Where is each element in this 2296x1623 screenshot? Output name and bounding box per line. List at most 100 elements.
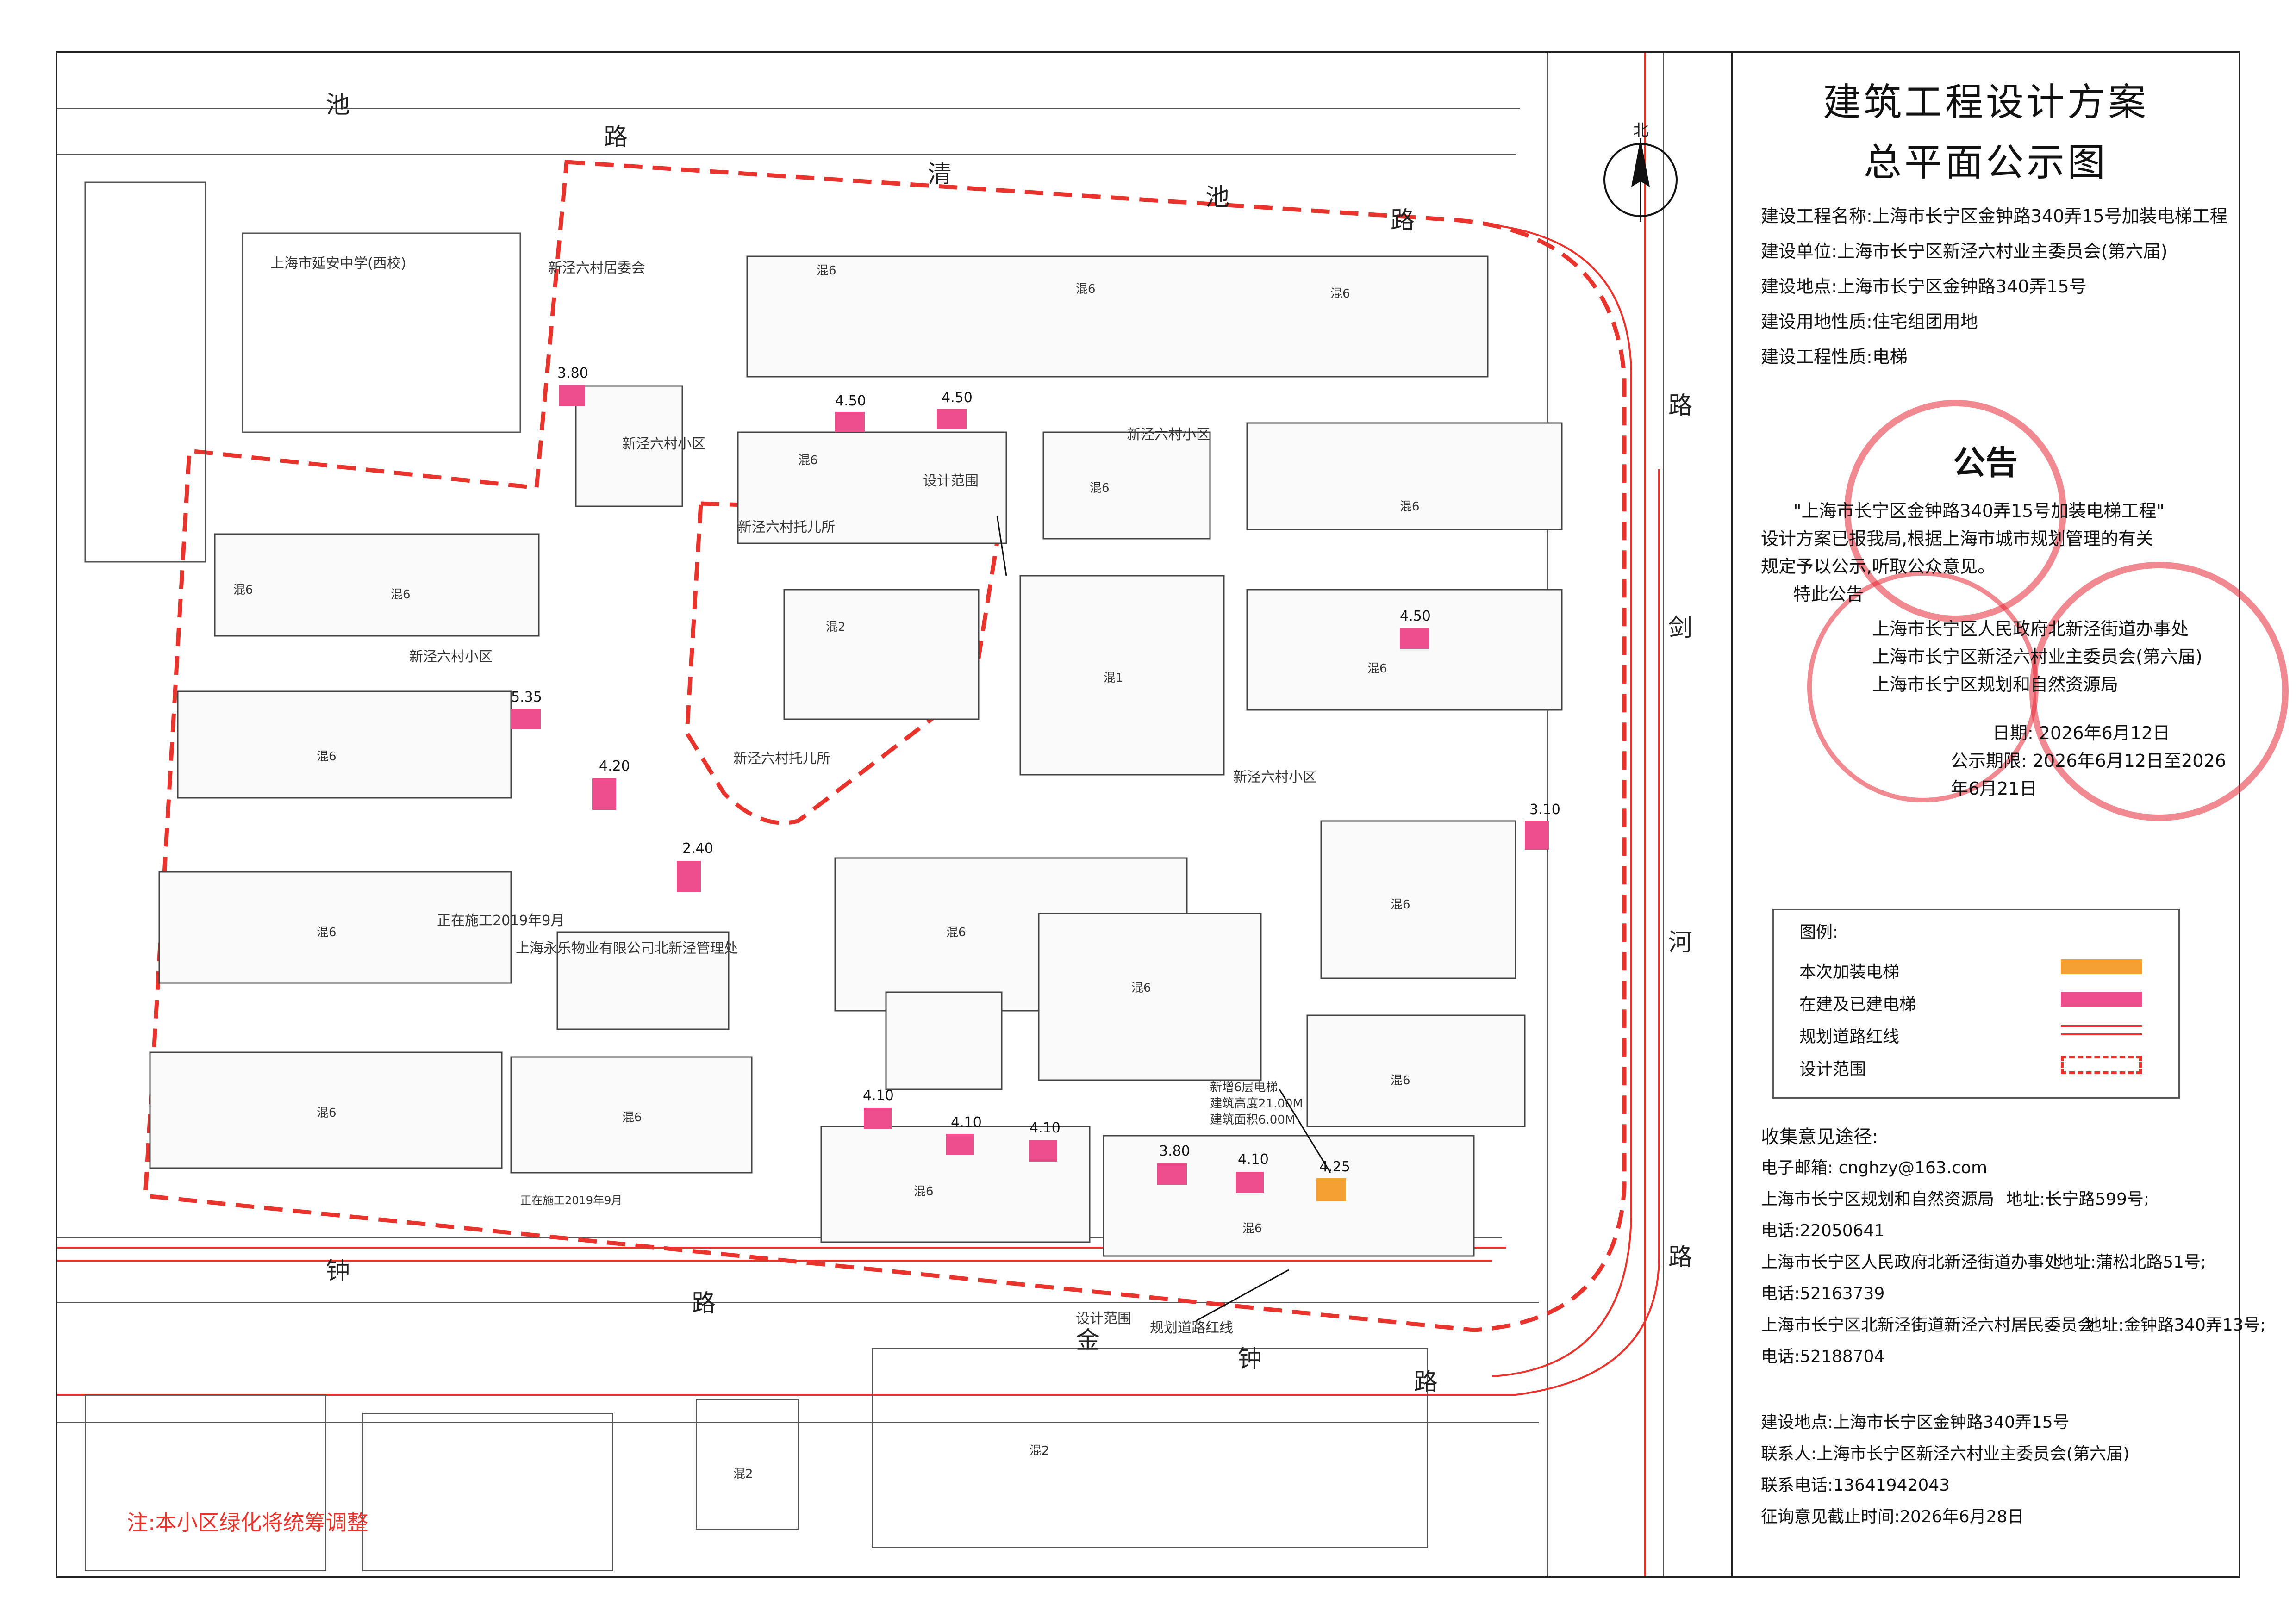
contact-org2-tel: 电话:52163739 — [1761, 1284, 1885, 1303]
building-label: 混1 — [1104, 671, 1123, 685]
notice-period: 公示期限: 2026年6月12日至2026年6月21日 — [1951, 751, 2226, 799]
contact-org2-addr: 地址:蒲松北路51号; — [2057, 1253, 2207, 1272]
dim-label: 2.40 — [682, 840, 713, 857]
dim-label: 4.10 — [951, 1114, 982, 1131]
poi-community-4: 新泾六村小区 — [1233, 769, 1316, 785]
poi-construction-1: 正在施工2019年9月 — [437, 913, 565, 929]
project-unit: 建设单位:上海市长宁区新泾六村业主委员会(第六届) — [1761, 241, 2168, 261]
building-label: 混6 — [1391, 898, 1410, 912]
road-label-qingchi-5: 路 — [1391, 207, 1415, 235]
contact-org3: 上海市长宁区北新泾街道新泾六村居民委员会 — [1761, 1316, 2095, 1335]
dim-label: 3.10 — [1529, 802, 1560, 818]
building-label: 混6 — [817, 264, 836, 278]
footer-phone: 联系电话:13641942043 — [1761, 1476, 1950, 1495]
info-panel: 建筑工程设计方案 总平面公示图 建设工程名称:上海市长宁区金钟路340弄15号加… — [1733, 53, 2289, 1576]
road-red-lines — [57, 53, 1660, 1576]
contact-org2: 上海市长宁区人民政府北新泾街道办事处 — [1761, 1253, 2061, 1272]
dim-label: 4.20 — [599, 758, 630, 774]
notice-body-line1: "上海市长宁区金钟路340弄15号加装电梯工程" — [1793, 501, 2165, 521]
poi-community-3: 新泾六村小区 — [409, 649, 493, 665]
building-label: 混6 — [1400, 500, 1420, 514]
contact-org1-addr: 地址:长宁路599号; — [2006, 1190, 2149, 1209]
road-label-jianhe-2: 剑 — [1668, 614, 1693, 642]
legend-swatch-design-scope — [2061, 1056, 2142, 1074]
poi-community-2: 新泾六村小区 — [1127, 427, 1210, 443]
project-location: 建设地点:上海市长宁区金钟路340弄15号 — [1761, 276, 2087, 297]
building-label: 混6 — [914, 1185, 934, 1199]
north-arrow-shape — [1603, 138, 1678, 222]
map-note: 注:本小区绿化将统筹调整 — [127, 1510, 368, 1535]
building-label: 混6 — [233, 583, 253, 597]
design-scope-boundary — [143, 160, 1627, 1332]
legend: 图例: 本次加装电梯 在建及已建电梯 规划道路红线 设计范围 — [1772, 909, 2180, 1099]
building-label: 混6 — [1367, 662, 1387, 676]
poi-property: 上海永乐物业有限公司北新泾管理处 — [516, 940, 738, 957]
building-footprints — [149, 255, 1563, 1257]
road-label-jinzhong-3: 金 — [1076, 1327, 1100, 1355]
legend-title: 图例: — [1799, 923, 1839, 942]
dim-label: 4.10 — [863, 1088, 894, 1104]
notice-body-line2: 设计方案已报我局,根据上海市城市规划管理的有关 — [1761, 529, 2154, 549]
legend-swatch-road-redline — [2061, 1025, 2142, 1035]
poi-committee: 新泾六村居委会 — [548, 260, 645, 276]
notice-org2: 上海市长宁区新泾六村业主委员会(第六届) — [1872, 647, 2202, 667]
dim-label: 4.50 — [835, 393, 866, 409]
notice-body-line3: 规定予以公示,听取公众意见。 — [1761, 556, 1996, 577]
school-block — [84, 181, 521, 563]
legend-item-existing-elevator: 在建及已建电梯 — [1799, 995, 1916, 1014]
title-line2: 总平面公示图 — [1863, 141, 2108, 185]
contact-org1: 上海市长宁区规划和自然资源局 — [1761, 1190, 1995, 1209]
road-label-jinzhong-5: 路 — [1414, 1368, 1438, 1396]
building-label: 混6 — [946, 926, 966, 939]
notice-body-line4: 特此公告 — [1793, 584, 1864, 604]
contact-heading: 收集意见途径: — [1761, 1126, 1878, 1148]
contact-email: 电子邮箱: cnghzy@163.com — [1761, 1158, 1988, 1177]
notice-date: 日期: 2026年6月12日 — [1992, 723, 2171, 743]
contact-org1-tel: 电话:22050641 — [1761, 1221, 1885, 1240]
road-label-jianhe-1: 路 — [1668, 392, 1693, 420]
project-nature: 建设工程性质:电梯 — [1761, 347, 1908, 367]
project-name: 建设工程名称:上海市长宁区金钟路340弄15号加装电梯工程 — [1761, 206, 2227, 226]
poi-school: 上海市延安中学(西校) — [270, 255, 406, 272]
drawing-frame — [56, 51, 2240, 1578]
road-label-qingchi-1: 池 — [326, 91, 350, 119]
road-label-jinzhong-4: 钟 — [1238, 1345, 1262, 1373]
new-elevator-note-1: 新增6层电梯 — [1210, 1081, 1278, 1094]
building-label: 混2 — [1029, 1444, 1049, 1458]
poi-construction-2: 正在施工2019年9月 — [520, 1194, 623, 1207]
footer-location: 建设地点:上海市长宁区金钟路340弄15号 — [1761, 1413, 2070, 1432]
site-plan-map: 池 路 清 池 路 路 剑 河 路 钟 路 金 钟 路 北 上海市延安中学(西校… — [57, 53, 1731, 1576]
road-label-jinzhong-2: 路 — [692, 1290, 716, 1318]
road-label-jinzhong-1: 钟 — [326, 1257, 350, 1285]
new-elevator — [1316, 1178, 1346, 1201]
building-label: 混2 — [826, 620, 846, 634]
building-label: 混6 — [798, 454, 818, 467]
dim-label: 4.10 — [1238, 1151, 1269, 1168]
poi-road-redline: 规划道路红线 — [1150, 1320, 1233, 1336]
building-label: 混6 — [317, 1106, 337, 1120]
road-label-jianhe-3: 河 — [1668, 929, 1693, 957]
dim-label: 4.10 — [1029, 1120, 1061, 1136]
building-label: 混6 — [317, 926, 337, 939]
legend-item-new-elevator: 本次加装电梯 — [1799, 963, 1900, 982]
poi-kindergarten-bottom: 新泾六村托儿所 — [733, 751, 830, 767]
contact-org3-addr: 地址:金钟路340弄13号; — [2085, 1316, 2266, 1335]
road-label-qingchi-3: 清 — [928, 161, 952, 188]
north-label: 北 — [1633, 121, 1649, 140]
notice-heading: 公告 — [1953, 444, 2018, 482]
poi-design-scope: 设计范围 — [923, 473, 979, 489]
contact-org3-tel: 电话:52188704 — [1761, 1347, 1885, 1366]
poi-kindergarten-top: 新泾六村托儿所 — [738, 519, 835, 535]
building-label: 混6 — [622, 1111, 642, 1125]
notice-org1: 上海市长宁区人民政府北新泾街道办事处 — [1872, 619, 2189, 639]
building-label: 混6 — [391, 588, 411, 602]
dim-label: 5.35 — [511, 689, 542, 705]
dim-label: 4.25 — [1319, 1159, 1350, 1175]
seal-stamp-center — [1807, 571, 2039, 802]
road-label-jianhe-4: 路 — [1668, 1244, 1693, 1271]
new-elevator-note-2: 建筑高度21.00M — [1210, 1097, 1303, 1111]
road-label-qingchi-4: 池 — [1205, 184, 1230, 211]
building-label: 混6 — [1330, 287, 1350, 301]
legend-swatch-new-elevator — [2061, 959, 2142, 974]
building-label: 混6 — [1131, 981, 1151, 995]
